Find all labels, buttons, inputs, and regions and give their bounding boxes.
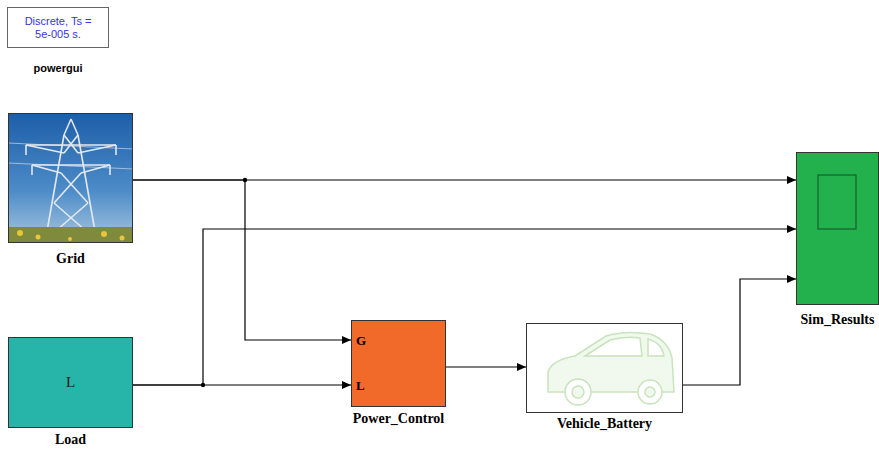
block-name: Load [55,432,86,448]
block-name: Grid [56,251,85,267]
grid-block: Grid [8,113,133,243]
power-control-block: GLPower_Control [351,320,446,407]
powergui-block: Discrete, Ts = 5e-005 s.powergui [7,7,109,48]
port-label: L [66,374,75,391]
port-label: L [356,378,365,394]
signal-line [133,180,351,340]
port-label: G [356,333,366,349]
scope-picture [796,152,879,305]
signal-line [446,366,526,367]
signal-line [683,279,796,385]
solver-setting: Discrete, Ts = 5e-005 s. [16,15,100,41]
block-name: Vehicle_Battery [557,416,652,432]
vehicle-battery-block: Vehicle_Battery [526,323,683,413]
signal-line [133,384,351,385]
signal-line [133,229,796,385]
car-picture [548,332,674,405]
scope-block: Sim_Results [796,152,879,305]
block-name: powergui [34,60,83,76]
pylon-picture [8,113,133,243]
load-block: LLoad [8,337,133,428]
block-name: Sim_Results [801,312,875,328]
block-name: Power_Control [353,411,445,427]
